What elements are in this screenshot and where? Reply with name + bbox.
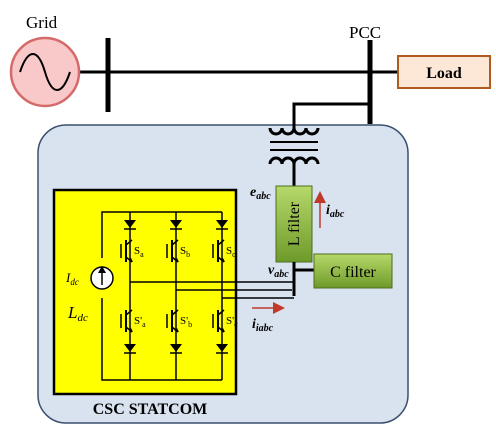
switch-label: S'c: [226, 315, 238, 329]
l-filter-label: L filter: [286, 201, 303, 246]
csc-inverter-box: [52, 188, 238, 396]
switch-group: Sa Sb ScS'a S'b S'c: [120, 220, 238, 354]
diode-icon: [170, 344, 182, 352]
switch-label: S'a: [134, 315, 146, 329]
v-abc-label: vabc: [268, 263, 289, 280]
switch-4: S'a: [120, 309, 146, 354]
i-iabc-label: iiabc: [252, 317, 274, 334]
diode-icon: [124, 220, 136, 228]
c-filter-label: C filter: [330, 264, 376, 281]
diode-icon: [216, 344, 228, 352]
l-filter-box: [275, 185, 313, 263]
i-abc-label: iabc: [326, 203, 345, 220]
idc-label: Idc: [65, 270, 79, 287]
switch-label: Sc: [226, 245, 236, 259]
load-label: Load: [426, 65, 462, 82]
switch-2: Sb: [166, 220, 190, 263]
switch-label: S'b: [180, 315, 192, 329]
transformer: [268, 122, 320, 180]
ldc-label: Ldc: [67, 303, 88, 324]
dc-current-arrowhead: [98, 266, 106, 273]
statcom-title: CSC STATCOM: [93, 401, 208, 418]
inverter-output-wires: [236, 281, 294, 299]
pcc-label: PCC: [349, 23, 381, 42]
diode-icon: [124, 344, 136, 352]
diode-icon: [170, 220, 182, 228]
load-box: [397, 55, 491, 89]
ac-source: [9, 36, 81, 108]
switch-label: Sb: [180, 245, 190, 259]
switch-6: S'c: [212, 309, 238, 354]
pcc-to-transformer: [292, 102, 370, 122]
switch-1: Sa: [120, 220, 144, 263]
c-filter-box: [313, 253, 393, 289]
switch-label: Sa: [134, 245, 144, 259]
diode-icon: [216, 220, 228, 228]
switch-5: S'b: [166, 309, 192, 354]
grid-label: Grid: [26, 13, 58, 32]
switch-3: Sc: [212, 220, 236, 263]
e-abc-label: eabc: [250, 185, 271, 202]
